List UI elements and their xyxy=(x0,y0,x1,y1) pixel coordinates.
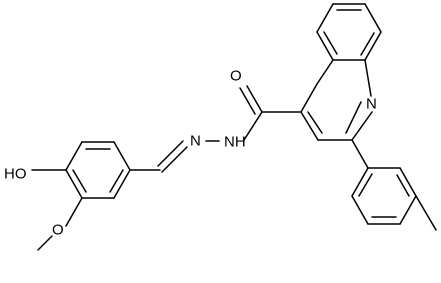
hydrazone-linkage xyxy=(129,140,220,173)
methoxy-group xyxy=(37,197,83,251)
tolyl-ring xyxy=(351,139,437,231)
hydrazone-nitrogen-label: N xyxy=(190,133,201,150)
hydrazide-nh-label: NH xyxy=(224,134,246,151)
quinoline-pyridine-ring xyxy=(300,59,373,141)
methoxy-oxygen-label: O xyxy=(52,222,64,239)
methoxyphenol-ring xyxy=(65,141,131,199)
carbonyl-oxygen-label: O xyxy=(230,68,242,85)
hydroxyl-label: HO xyxy=(4,166,27,183)
ring-nitrogen-label: N xyxy=(366,96,377,113)
amide-group xyxy=(239,85,302,141)
quinoline-benzo-ring xyxy=(316,3,382,61)
